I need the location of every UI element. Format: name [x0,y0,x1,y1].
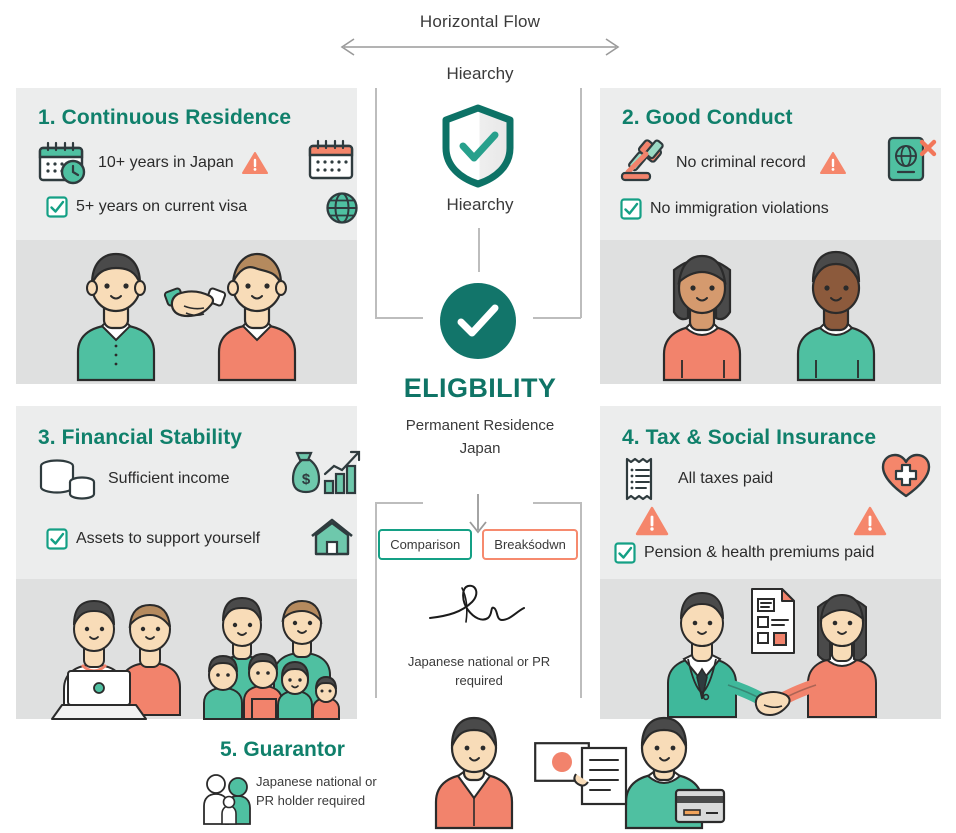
signature-caption: Japanese national or PR required [375,652,583,690]
money-bag-growth-chart-icon: $ [288,448,368,496]
signature-caption-line1: Japanese national or PR [407,654,551,669]
house-icon [308,516,356,558]
card-title: 3. Financial Stability [38,426,243,449]
card-financial-stability[interactable]: 3. Financial Stability Sufficient income [16,406,361,720]
chip-row: Comparison Breakśodwn [378,529,578,560]
warning-triangle-icon [635,506,669,536]
eligibility-subtitle-line2: Japan [459,440,501,457]
card-row-text: Assets to support yourself [76,530,261,547]
signature-caption-line2: required [455,673,503,688]
gavel-icon [620,139,668,184]
card-continuous-residence[interactable]: 1. Continuous Residence [16,88,358,384]
bracket-rail-top-right [580,88,582,318]
svg-text:$: $ [302,471,311,488]
card-row-text: All taxes paid [678,470,774,487]
japan-flag-icon [534,742,590,782]
checkbox-checked-icon[interactable] [614,542,636,564]
card-tax-social-insurance[interactable]: 4. Tax & Social Insurance All taxes paid [600,406,941,719]
heart-plus-icon [880,452,932,500]
eligibility-subtitle-line1: Permanent Residence [405,417,555,434]
hierarchy-top-label: Hiearchy [446,64,514,83]
warning-triangle-icon [241,151,268,175]
eligibility-title: ELIGBILITY [403,373,557,403]
guarantor-subtitle-line1: Japanese national or [256,774,377,789]
breakdown-chip[interactable]: Breakśodwn [482,529,578,560]
calendar-clock-icon [38,141,88,185]
card-row: Sufficient income $ [38,450,361,502]
card-good-conduct[interactable]: 2. Good Conduct No criminal record [600,88,941,384]
globe-icon [324,190,360,226]
calendar-icon [306,139,356,182]
bracket-foot-top-right [533,317,581,319]
signature-icon [418,578,538,634]
checkbox-checked-icon[interactable] [46,196,68,218]
card-row-text: 10+ years in Japan [98,154,234,171]
card-row: 10+ years in Japan [38,139,357,185]
eligibility-subtitle: Permanent Residence Japan [330,414,630,460]
card-row: No criminal record [620,136,941,184]
bracket-head-bottom-right [533,502,581,504]
comparison-chip[interactable]: Comparison [378,529,473,560]
bracket-rail-bottom-left [375,502,377,698]
warning-triangle-icon [819,151,846,175]
checkbox-checked-icon[interactable] [46,528,68,550]
card-row-text: 5+ years on current visa [76,198,248,215]
card-row-text: Sufficient income [108,470,230,487]
guarantor-subtitle: Japanese national or PR holder required [256,772,436,810]
card-row: Pension & health premiums paid [614,542,941,564]
bracket-head-bottom-left [375,502,423,504]
card-row: All taxes paid [620,452,941,504]
checkbox-checked-icon[interactable] [620,198,642,220]
warning-triangle-icon [853,506,887,536]
bracket-foot-top-left [375,317,423,319]
guarantor-section[interactable]: 5. Guarantor Japanese national or PR hol… [196,716,776,830]
arrow-down-icon [466,492,490,538]
person-icon [422,716,526,830]
guarantor-subtitle-line2: PR holder required [256,793,366,808]
card-title: 2. Good Conduct [622,106,793,129]
coin-stack-icon [38,456,96,502]
receipt-icon [620,454,660,504]
two-people-handshake-illustration [16,240,357,384]
guarantor-title: 5. Guarantor [220,738,345,761]
person-with-document-icon [568,716,726,830]
two-avatars-illustration [600,240,941,384]
warning-row [635,506,941,536]
family-and-laptop-illustration [16,579,357,720]
card-row-text: No criminal record [676,154,806,171]
card-row-text: No immigration violations [650,200,829,217]
check-circle-icon [440,283,516,359]
family-group-icon [200,770,256,826]
horizontal-flow-label: Horizontal Flow [419,12,541,31]
double-arrow-horizontal-icon [332,36,628,58]
shield-check-icon [440,104,516,188]
passport-globe-x-icon [884,134,938,184]
center-connector-line [478,228,480,272]
card-row: 5+ years on current visa [46,192,358,224]
card-row: No immigration violations [620,198,941,220]
card-title: 4. Tax & Social Insurance [622,426,877,449]
bracket-rail-bottom-right [580,502,582,698]
hierarchy-bottom-label: Hiearchy [446,195,514,214]
card-row-text: Pension & health premiums paid [644,544,875,561]
business-handshake-document-illustration [600,579,941,719]
card-title: 1. Continuous Residence [38,106,292,129]
bracket-rail-top-left [375,88,377,318]
card-row: Assets to support yourself [46,518,357,556]
